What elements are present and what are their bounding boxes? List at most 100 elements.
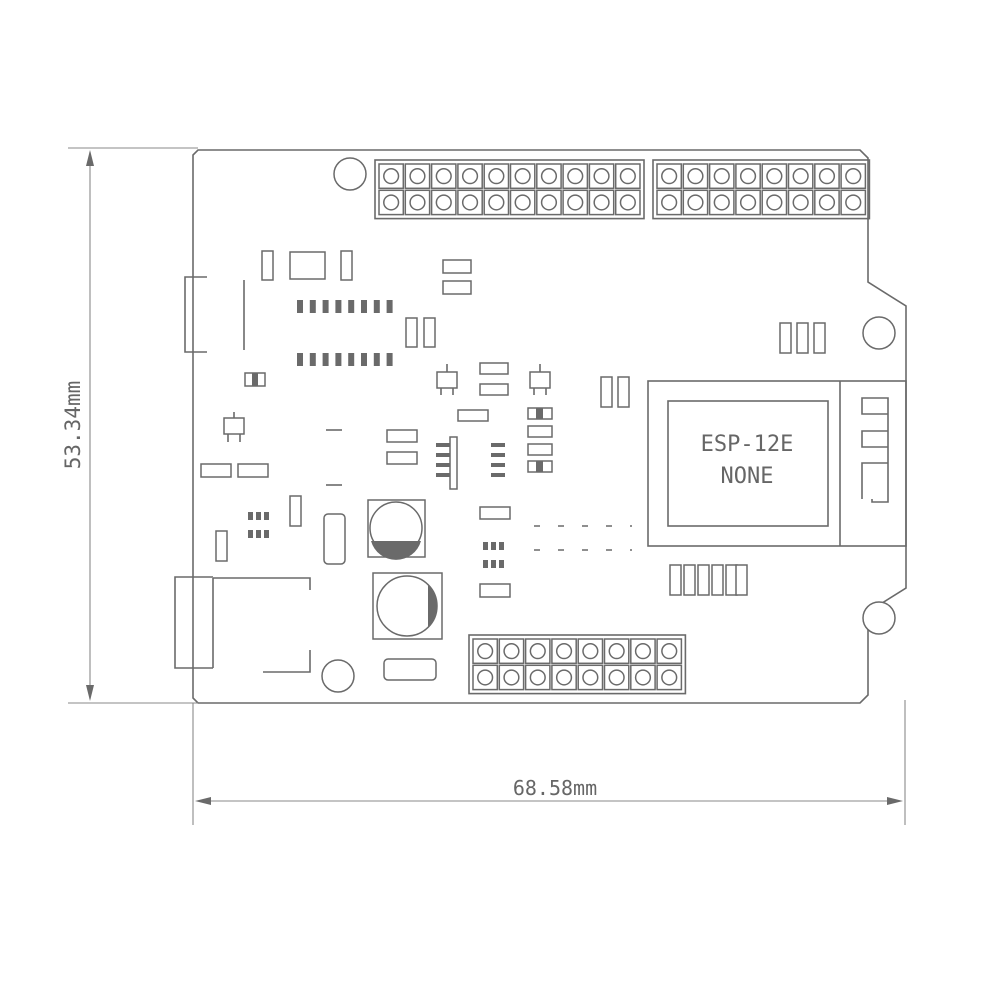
header-pin-hole — [818, 168, 836, 185]
crystal — [289, 251, 326, 280]
header-pin-hole — [593, 194, 610, 211]
resistor — [479, 383, 509, 396]
transistor-q2 — [436, 364, 458, 395]
chip-pin — [373, 300, 380, 313]
esp-module-subtext: NONE — [721, 464, 774, 489]
chip-pin — [309, 300, 316, 313]
esp-module: ESP-12E NONE — [647, 380, 907, 547]
header-pin-hole — [503, 643, 520, 660]
header-pin-hole — [514, 168, 531, 185]
chip-pin — [491, 560, 496, 568]
header-pin-hole — [713, 168, 730, 185]
header-pin-hole — [488, 168, 505, 185]
header-pin-hole — [608, 643, 625, 660]
header-pin-hole — [619, 194, 636, 211]
mounting-hole-right-upper — [862, 316, 896, 350]
capacitor — [423, 317, 436, 348]
capacitor — [289, 495, 302, 527]
header-pin-hole — [409, 194, 426, 211]
header-pin-hole — [739, 168, 757, 185]
chip-pin — [491, 443, 505, 447]
resistor — [479, 583, 511, 598]
small-marks — [244, 372, 543, 486]
header-pin-hole — [818, 194, 836, 211]
chip-pin — [386, 300, 393, 313]
transistor-q1 — [223, 412, 245, 442]
header-pin-hole — [503, 669, 520, 686]
header-pin-hole — [661, 669, 678, 686]
chip-pin — [256, 512, 261, 520]
crystal-oscillator — [323, 513, 346, 565]
chip-pin — [335, 353, 342, 366]
capacitor — [405, 317, 418, 348]
resistor — [479, 506, 511, 520]
transistor-q3 — [529, 364, 551, 395]
chip-pin — [361, 353, 367, 366]
header-pin-hole — [845, 194, 862, 211]
capacitor — [386, 429, 418, 443]
header-pin-hole — [593, 168, 610, 185]
dc-power-jack — [174, 576, 311, 673]
header-pin-hole — [435, 194, 452, 211]
transistors — [223, 364, 551, 442]
header-pin-hole — [792, 168, 809, 185]
header-pin-hole — [687, 194, 704, 211]
chip-pin — [483, 560, 488, 568]
chip-pin — [491, 463, 505, 467]
header-pin-hole — [540, 194, 558, 211]
chip-pin — [297, 300, 303, 313]
header-pin-hole — [514, 194, 531, 211]
chip-pin — [436, 473, 450, 477]
fuse — [383, 658, 437, 681]
header-pin-hole — [383, 194, 400, 211]
width-dimension-label: 68.58mm — [513, 776, 597, 800]
smd-components — [200, 250, 826, 681]
resistor — [340, 250, 353, 281]
chip-pin — [491, 473, 505, 477]
chip-pin — [373, 353, 380, 366]
header-pin-hole — [687, 168, 704, 185]
ic-chips — [248, 300, 505, 568]
header-pin-hole — [555, 643, 573, 660]
resistor — [261, 250, 274, 281]
header-pin-hole — [582, 669, 599, 686]
header-pin-hole — [739, 194, 757, 211]
header-pin-hole — [766, 194, 783, 211]
height-dimension: 53.34mm — [61, 147, 198, 704]
pin-header-bottom — [468, 634, 687, 695]
chip-pin — [483, 542, 488, 550]
regulator-body — [449, 436, 458, 490]
header-pin-hole — [634, 643, 652, 660]
header-pin-hole — [567, 194, 584, 211]
chip-pin — [386, 353, 393, 366]
electrolytic-capacitor-1 — [367, 499, 426, 560]
chip-pin — [297, 353, 303, 366]
header-pin-hole — [845, 168, 862, 185]
chip-pin — [499, 542, 504, 550]
resistor — [600, 376, 613, 408]
capacitor — [237, 463, 269, 478]
dotted-footprint — [534, 525, 632, 551]
header-outline — [652, 159, 871, 220]
chip-pin — [361, 300, 367, 313]
chip-pin — [348, 300, 355, 313]
header-pin-hole — [477, 643, 494, 660]
resistor — [442, 259, 472, 274]
header-outline — [374, 159, 645, 220]
chip-pin — [436, 463, 450, 467]
header-pin-hole — [409, 168, 426, 185]
header-pin-hole — [540, 168, 558, 185]
chip-pin — [491, 542, 496, 550]
chip-pin — [348, 353, 355, 366]
header-pin-hole — [435, 168, 452, 185]
chip-pin — [491, 453, 505, 457]
resistor — [457, 409, 489, 422]
chip-pin — [322, 300, 329, 313]
chip-pin — [309, 353, 316, 366]
resistor — [813, 322, 826, 354]
header-pin-hole — [792, 194, 809, 211]
mounting-hole-right-lower — [862, 601, 896, 635]
resistor — [442, 280, 472, 295]
resistor — [796, 322, 809, 354]
